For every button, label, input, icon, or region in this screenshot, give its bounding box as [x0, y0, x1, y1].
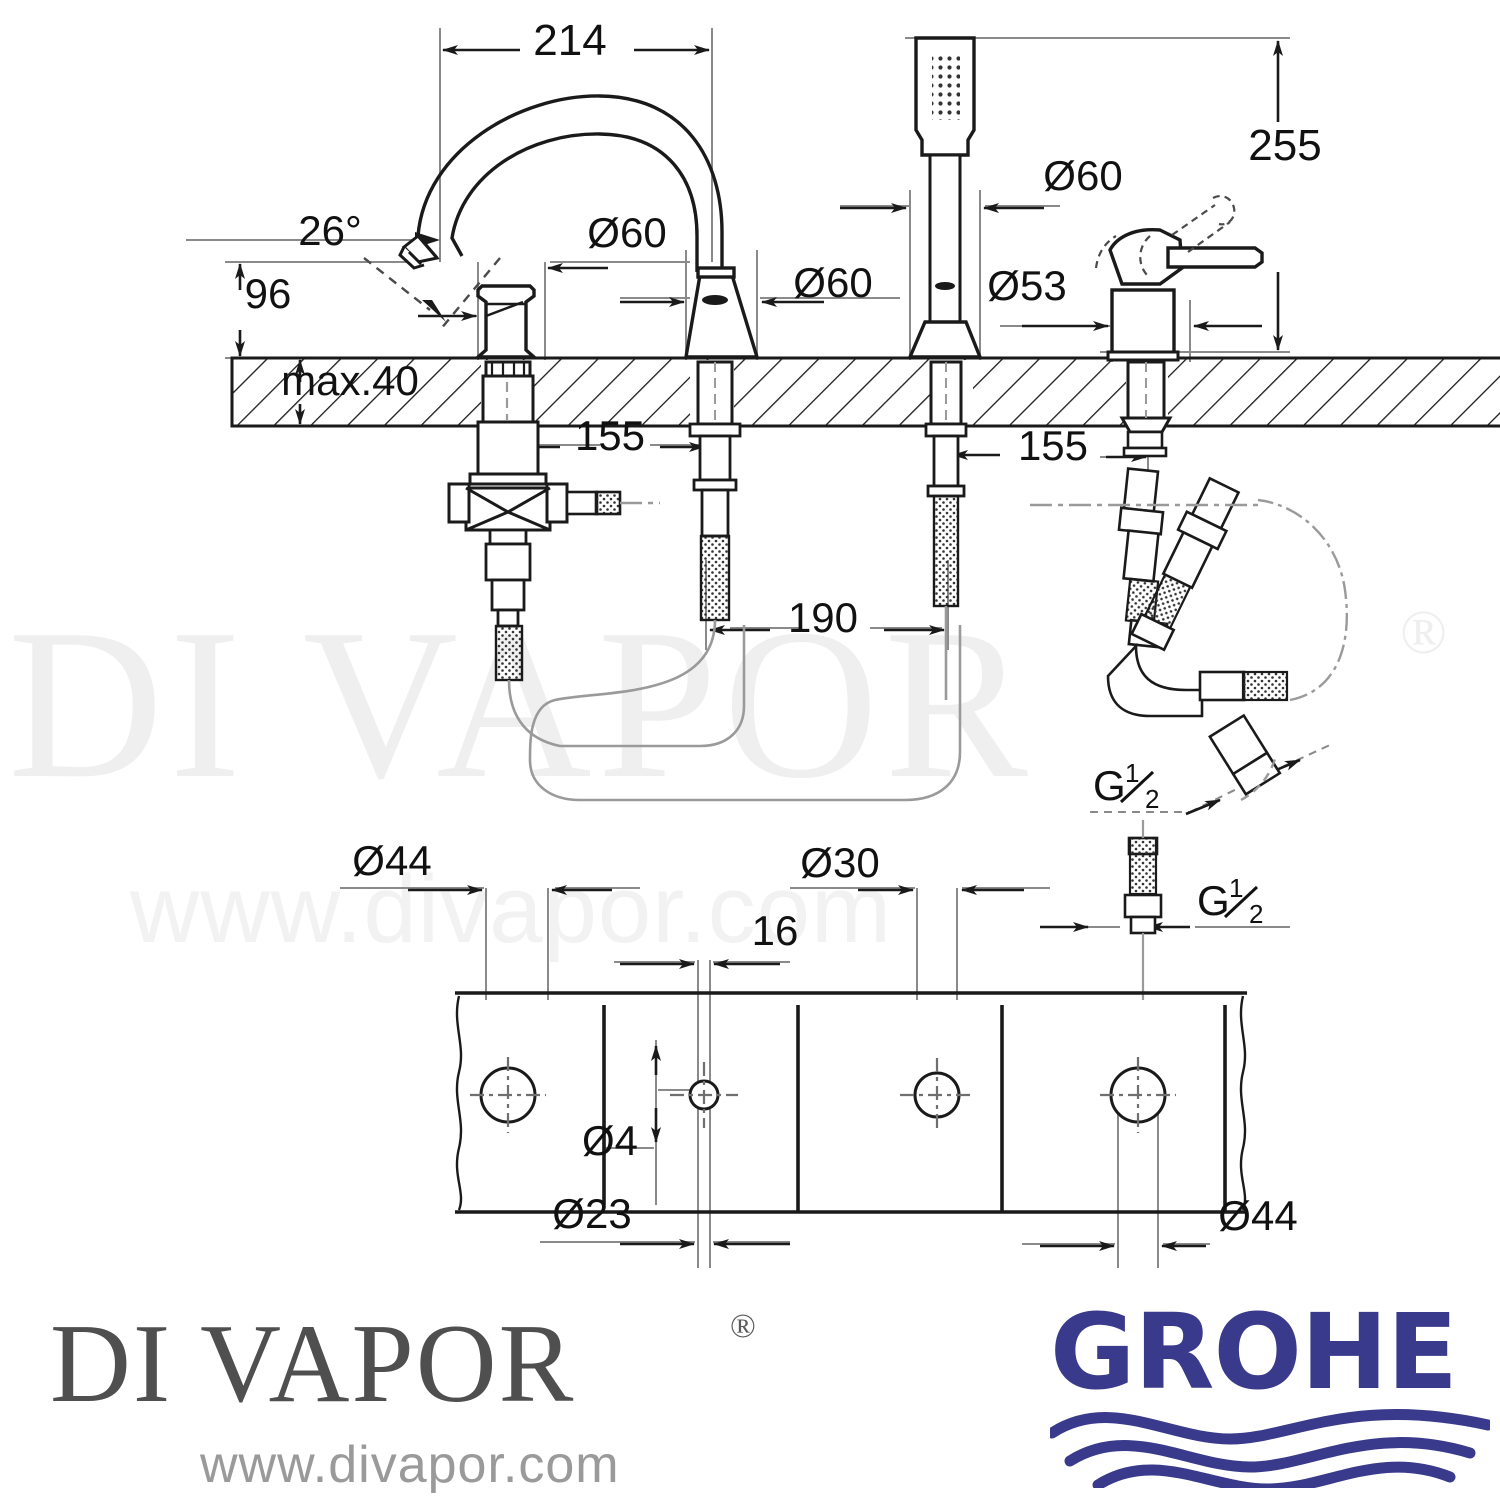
svg-text:G: G [1197, 877, 1230, 924]
dimension-label: Ø53 [987, 262, 1066, 309]
svg-text:2: 2 [1145, 784, 1159, 814]
svg-text:1: 1 [1229, 873, 1243, 903]
dimension-label: Ø30 [800, 839, 879, 886]
dimension-label: 190 [788, 594, 858, 641]
divapor-website-url: www.divapor.com [200, 1436, 620, 1494]
dimension-label: Ø60 [1043, 152, 1122, 199]
grohe-wordmark: GROHE [1050, 1291, 1458, 1413]
grohe-waves-icon [1050, 1409, 1490, 1488]
dimension-label: 214 [533, 16, 606, 65]
dimension-label: Ø44 [352, 837, 431, 884]
dimension-label: Ø44 [1218, 1192, 1297, 1239]
dimension-label: max.40 [281, 357, 419, 404]
registered-trademark-icon: ® [730, 1308, 756, 1345]
dimension-label: Ø23 [552, 1190, 631, 1237]
dimension-label: 255 [1248, 121, 1321, 170]
dimension-label: Ø4 [582, 1117, 638, 1164]
dimension-label: 96 [245, 270, 292, 317]
dimension-label: Ø60 [793, 259, 872, 306]
dimension-label: 155 [1018, 422, 1088, 469]
divapor-wordmark: DI VAPOR [50, 1302, 576, 1426]
dimension-label: 16 [752, 907, 799, 954]
dimension-label: 155 [575, 412, 645, 459]
svg-text:1: 1 [1125, 758, 1139, 788]
divapor-logo: DI VAPOR ® www.divapor.com [30, 1300, 770, 1494]
svg-text:2: 2 [1249, 899, 1263, 929]
dimension-label: Ø60 [587, 209, 666, 256]
dimension-label: 26° [298, 207, 362, 254]
svg-text:G: G [1093, 762, 1126, 809]
grohe-logo: GROHE [1020, 1291, 1490, 1490]
